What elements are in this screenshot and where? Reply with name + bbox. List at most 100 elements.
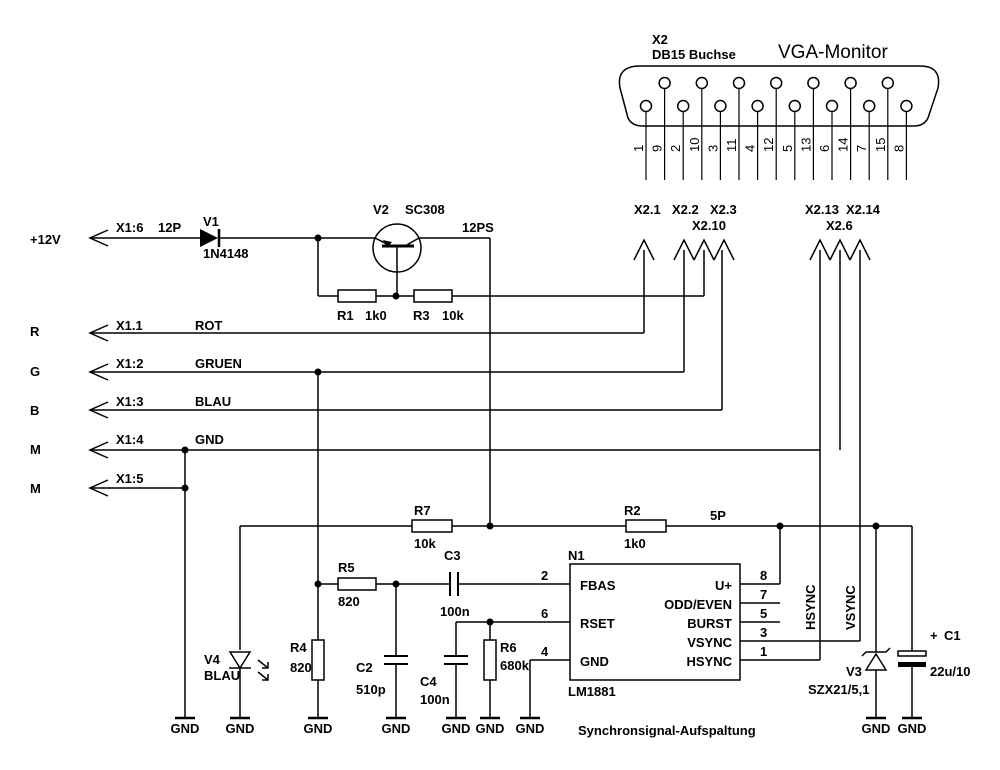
terminal-name-g: G [30,364,40,379]
net-label-5p: 5P [710,508,726,523]
capacitor-c4-value: 100n [420,692,450,707]
gnd-label: GND [516,721,545,736]
connector-pin [658,76,671,90]
connector-pin-number: 9 [650,145,665,152]
tap-label-x2-14: X2.14 [846,202,881,217]
terminal-pin-x1-4: X1:4 [116,432,144,447]
connector-pin-number: 2 [668,145,683,152]
net-label-vsync: VSYNC [843,585,858,630]
resistor-r1-ref: R1 [337,308,354,323]
resistor-r5-ref: R5 [338,560,355,575]
ic-pin-name-burst: BURST [687,616,732,631]
terminal-pin-x1-5: X1:5 [116,471,143,486]
junction-dots [181,234,880,626]
resistor-r4-value: 820 [290,660,312,675]
zener-v3: V3 SZX21/5,1 [808,526,891,718]
connector-ref: X2 [652,32,668,47]
ic-pin-num-1: 1 [760,644,767,659]
connector-pin [769,76,783,90]
zener-v3-ref: V3 [846,664,862,679]
ic-pin-name-vsync: VSYNC [687,635,732,650]
connector-pin [639,99,653,113]
terminal-pin-x1-6: X1:6 [116,220,143,235]
connector-pin-number: 15 [873,138,888,152]
connector-pin [881,76,895,90]
junction-dot [872,522,880,530]
terminal-pin-x1-1: X1.1 [116,318,143,333]
capacitor-c1: + C1 22u/10 [897,526,970,718]
connector-pin [751,99,764,113]
capacitor-c2-ref: C2 [356,660,373,675]
ic-pin-num-8: 8 [760,568,767,583]
ic-pin-name-oddeven: ODD/EVEN [664,597,732,612]
tap-label-x2-10: X2.10 [692,218,726,233]
ic-pin-num-2: 2 [541,568,548,583]
led-v4-light [257,659,269,681]
connector-pin [807,76,820,90]
zener-v3-value: SZX21/5,1 [808,682,869,697]
resistor-r3 [413,289,453,303]
ic-pin-num-5: 5 [760,606,767,621]
capacitor-c1-plate-top [897,650,927,657]
net-label-blau: BLAU [195,394,231,409]
capacitor-c1-polarity: + [930,628,938,643]
connector-pin [900,99,913,113]
connector-title: VGA-Monitor [778,42,888,63]
net-label-rot: ROT [195,318,223,333]
resistor-r2-value: 1k0 [624,536,646,551]
tap-label-x2-2: X2.2 [672,202,699,217]
zener-v3-bar [861,647,891,657]
ic-pin-num-7: 7 [760,587,767,602]
led-v4: V4 BLAU [204,526,269,718]
connector-pin-number: 7 [854,145,869,152]
led-v4-ref: V4 [204,652,221,667]
connector-pin [676,99,690,113]
resistor-r5-value: 820 [338,594,360,609]
terminal-name-m2: M [30,481,41,496]
connector-pin-number: 6 [817,145,832,152]
diode-v1-ref: V1 [203,214,219,229]
tap-label-x2-3: X2.3 [710,202,737,217]
resistor-r2 [625,519,667,533]
junction-dot [314,234,322,242]
ic-pin-name-rset: RSET [580,616,615,631]
led-v4-value: BLAU [204,668,240,683]
terminal-name-12v: +12V [30,232,61,247]
ic-pin-name-gnd: GND [580,654,609,669]
net-label-12p: 12P [158,220,181,235]
resistor-r5 [337,577,377,591]
connector-pin-number: 13 [798,138,813,152]
resistor-r3-value: 10k [442,308,464,323]
vga-taps: X2.1 X2.2 X2.3 X2.10 X2.13 X2.14 X2.6 [633,202,881,660]
connector-pin-number: 1 [631,145,646,152]
junction-dot [486,618,494,626]
diode-v1-value: 1N4148 [203,246,249,261]
junction-dot [314,580,322,588]
gnd-label: GND [862,721,891,736]
connector-shell [618,65,940,127]
connector-pin-number: 5 [780,145,795,152]
resistor-r6-value: 680k [500,658,530,673]
connector-pin [825,99,839,113]
resistor-r7 [411,519,453,533]
resistor-r2-ref: R2 [624,503,641,518]
connector-pin-number: 10 [687,138,702,152]
tap-label-x2-1: X2.1 [634,202,661,217]
resistor-r6-ref: R6 [500,640,517,655]
connector-pin-number: 11 [724,139,739,153]
capacitor-c1-ref-label: C1 [944,628,961,643]
resistor-r4-ref: R4 [290,640,307,655]
ic-pin-num-3: 3 [760,625,767,640]
left-terminals: +12V X1:6 12P R X1.1 ROT G X1:2 GRUEN B … [30,220,820,497]
connector-pin [788,99,802,113]
transistor-v2: V2 SC308 [372,202,445,296]
resistor-r1 [337,289,377,303]
junction-dot [181,446,189,454]
gnd-label: GND [476,721,505,736]
connector-pin [714,99,727,113]
connector-pin [844,76,857,90]
zener-v3-body [864,652,888,671]
